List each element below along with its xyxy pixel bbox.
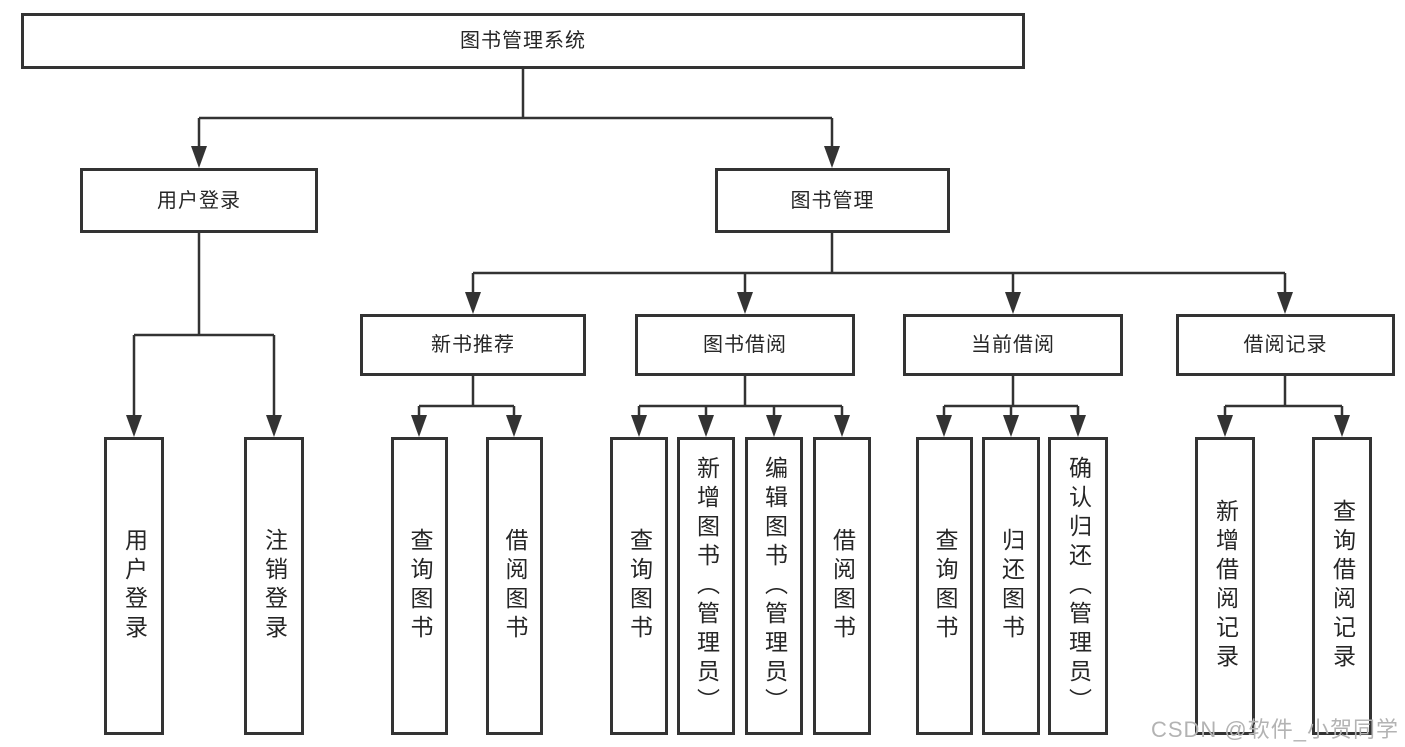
connector-current-borrow (942, 376, 1080, 419)
arrow-down-icon (411, 415, 427, 437)
arrow-down-icon (936, 415, 952, 437)
arrow-down-icon (834, 415, 850, 437)
connector-book-borrow (637, 376, 844, 419)
node-confirm-return-admin: 确认归还（管理员） (1048, 437, 1108, 735)
arrow-down-icon (698, 415, 714, 437)
node-query-borrow-record: 查询借阅记录 (1312, 437, 1372, 735)
node-add-borrow-record: 新增借阅记录 (1195, 437, 1255, 735)
arrow-down-icon (191, 146, 207, 168)
arrow-down-icon (737, 292, 753, 314)
connector-new-book (417, 376, 516, 419)
node-new-book-recommend: 新书推荐 (360, 314, 586, 376)
node-query-books-3: 查询图书 (916, 437, 973, 735)
arrow-down-icon (766, 415, 782, 437)
arrow-down-icon (1070, 415, 1086, 437)
node-user-login: 用户登录 (80, 168, 318, 233)
connector-book-mgmt (471, 233, 1287, 296)
connector-borrow-records (1223, 376, 1344, 419)
node-current-borrowing: 当前借阅 (903, 314, 1123, 376)
node-add-book-admin: 新增图书（管理员） (677, 437, 735, 735)
arrow-down-icon (126, 415, 142, 437)
node-book-borrowing: 图书借阅 (635, 314, 855, 376)
node-library-management-system: 图书管理系统 (21, 13, 1025, 69)
node-query-books-2: 查询图书 (610, 437, 668, 735)
node-borrowing-records: 借阅记录 (1176, 314, 1395, 376)
node-borrow-books-1: 借阅图书 (486, 437, 543, 735)
arrow-down-icon (631, 415, 647, 437)
arrow-down-icon (824, 146, 840, 168)
arrow-down-icon (506, 415, 522, 437)
watermark: CSDN @软件_小贺同学 (1150, 717, 1399, 742)
node-book-management: 图书管理 (715, 168, 950, 233)
arrow-down-icon (1003, 415, 1019, 437)
node-query-books-1: 查询图书 (391, 437, 448, 735)
arrow-down-icon (1217, 415, 1233, 437)
node-borrow-books-2: 借阅图书 (813, 437, 871, 735)
node-return-books: 归还图书 (982, 437, 1040, 735)
arrow-down-icon (1277, 292, 1293, 314)
arrow-down-icon (266, 415, 282, 437)
node-user-login-leaf: 用户登录 (104, 437, 164, 735)
arrow-down-icon (1334, 415, 1350, 437)
node-logout: 注销登录 (244, 437, 304, 735)
arrow-down-icon (1005, 292, 1021, 314)
connector-root (197, 69, 834, 150)
connector-user-login (132, 233, 276, 419)
arrow-down-icon (465, 292, 481, 314)
node-edit-book-admin: 编辑图书（管理员） (745, 437, 803, 735)
